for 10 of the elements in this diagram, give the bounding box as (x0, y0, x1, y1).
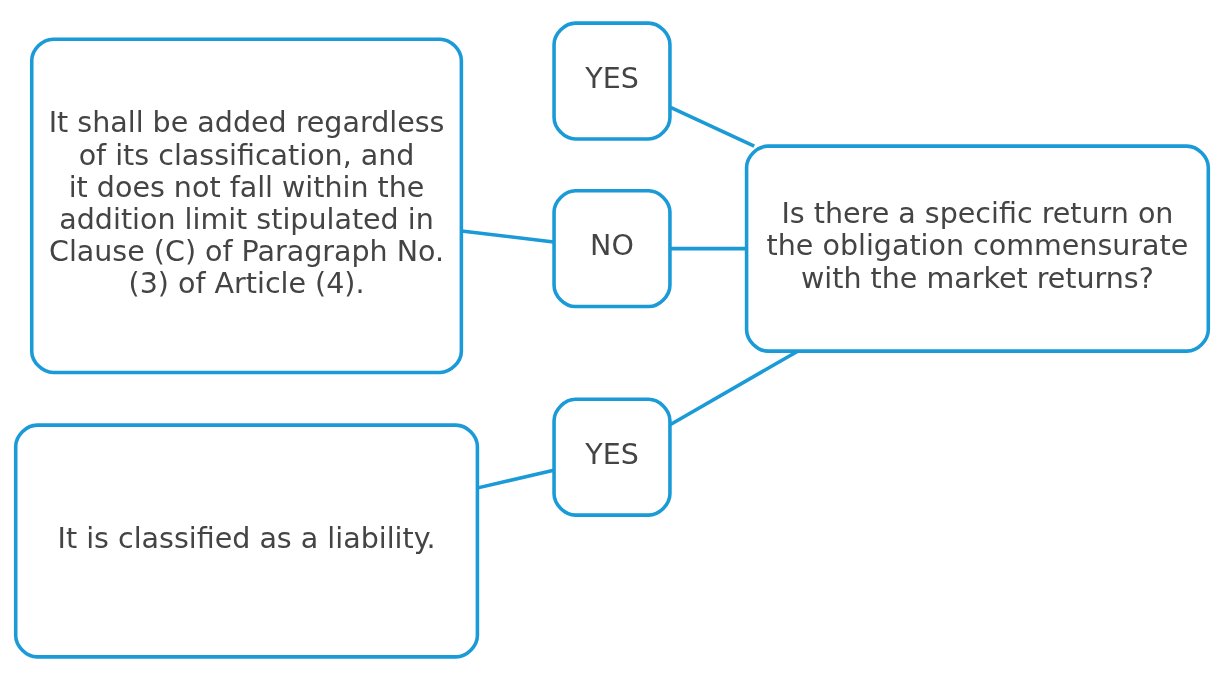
node-box: NO (552, 188, 672, 309)
connector (669, 105, 755, 148)
connector (670, 246, 747, 251)
node-box: It shall be added regardless of its classification, and it does not fall within the addition limit stipulated in Clause (C) of Paragraph No. (3) of Article (4). (29, 37, 464, 375)
connector (477, 468, 555, 490)
node-box: YES (552, 21, 672, 141)
node-box: It is classified as a liability. (13, 423, 480, 659)
node-box: YES (552, 397, 672, 517)
connector (461, 229, 554, 244)
node-box: Is there a specific return on the obligation commensurate with the market returns? (744, 144, 1211, 353)
